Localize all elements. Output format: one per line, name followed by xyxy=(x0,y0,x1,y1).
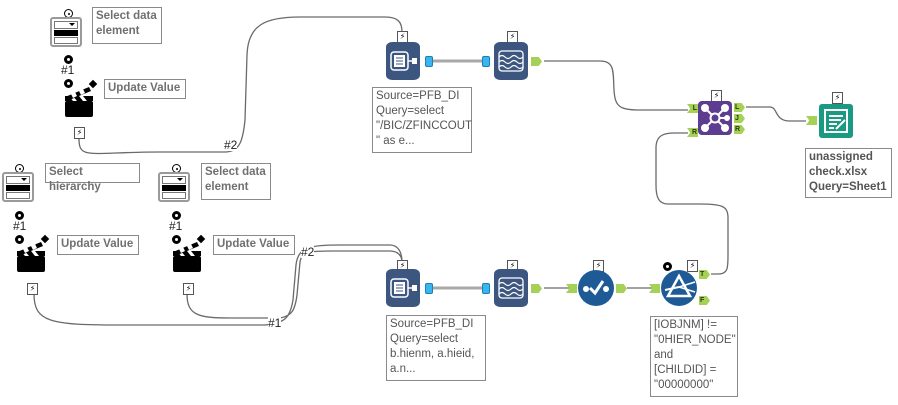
question-anchor-icon[interactable] xyxy=(172,235,181,244)
dropdown-tool-3[interactable] xyxy=(158,172,190,202)
data-stream-out-tool-bottom[interactable] xyxy=(494,269,528,307)
filter-tool[interactable] xyxy=(661,270,697,306)
dropdown-tool-2[interactable] xyxy=(2,172,34,202)
output-anchor[interactable] xyxy=(616,284,627,293)
wire-action3-to-input-bottom xyxy=(186,250,403,319)
checkmark-icon xyxy=(583,280,609,296)
bolt-anchor-icon[interactable]: ⚡ xyxy=(183,283,194,295)
dropdown-field-icon xyxy=(54,21,78,29)
dropdown-tool-2-annotation: Select hierarchy xyxy=(45,163,140,193)
dropdown-field-icon xyxy=(162,176,186,184)
join-output-right-anchor[interactable]: R xyxy=(734,125,745,134)
dropdown-empty-row-icon xyxy=(162,192,186,199)
dropdown-selected-bar-icon xyxy=(162,185,186,191)
input-anchor[interactable] xyxy=(649,284,660,293)
filter-false-anchor[interactable]: F xyxy=(699,296,710,305)
input-anchor[interactable] xyxy=(482,283,490,294)
bolt-anchor-icon[interactable]: ⚡ xyxy=(27,283,38,295)
dropdown-tool-1-annotation: Select data element xyxy=(92,7,162,44)
filter-true-anchor[interactable]: T xyxy=(699,270,710,279)
bolt-anchor-icon[interactable]: ⚡ xyxy=(832,92,843,104)
clapperboard-icon xyxy=(173,234,206,272)
dropdown-selected-bar-icon xyxy=(54,30,78,36)
input-anchor[interactable] xyxy=(566,284,577,293)
output-data-tool-annotation: unassigned check.xlsx Query=Sheet1 xyxy=(805,148,892,198)
wire-action1-to-input-top xyxy=(78,16,403,155)
connection-label: #1 xyxy=(61,63,75,77)
wire-filter-t-to-join-r xyxy=(655,132,729,275)
wire-label: #2 xyxy=(301,245,315,259)
output-anchor[interactable] xyxy=(531,57,542,66)
question-anchor-icon[interactable] xyxy=(15,235,24,244)
document-icon xyxy=(390,278,417,298)
action-tool-3-annotation: Update Value xyxy=(213,235,295,255)
input-anchor[interactable] xyxy=(806,116,817,125)
dropdown-tool-3-annotation: Select data element xyxy=(201,163,271,200)
dropdown-field-icon xyxy=(6,176,30,184)
data-stream-icon xyxy=(498,50,524,72)
bolt-anchor-icon[interactable]: ⚡ xyxy=(687,260,698,272)
join-output-left-anchor[interactable]: L xyxy=(734,103,745,112)
wire-label: #2 xyxy=(224,138,238,152)
join-network-icon xyxy=(701,104,730,132)
document-icon xyxy=(390,51,417,71)
input-data-tool-bottom[interactable] xyxy=(386,269,420,307)
clapperboard-icon xyxy=(65,79,98,117)
join-input-left-anchor[interactable]: L xyxy=(687,104,698,113)
output-data-tool[interactable] xyxy=(819,104,853,138)
bolt-anchor-icon[interactable]: ⚡ xyxy=(74,127,85,139)
action-tool-1[interactable] xyxy=(63,79,99,119)
clapperboard-icon xyxy=(17,234,50,272)
wire-action2-to-input-bottom xyxy=(33,244,403,326)
join-tool[interactable] xyxy=(698,101,732,135)
dropdown-tool-1[interactable] xyxy=(50,17,82,47)
question-anchor-icon[interactable] xyxy=(64,55,73,64)
output-anchor[interactable] xyxy=(425,56,433,67)
input-data-tool-top[interactable] xyxy=(386,42,420,80)
connection-label: #1 xyxy=(169,219,183,233)
wire-stream-top-to-join-l xyxy=(544,60,688,111)
output-anchor[interactable] xyxy=(425,283,433,294)
question-anchor-icon[interactable] xyxy=(15,211,24,220)
connection-label: #1 xyxy=(13,219,27,233)
output-anchor[interactable] xyxy=(531,284,542,293)
join-input-right-anchor[interactable]: R xyxy=(687,128,698,137)
question-anchor-icon[interactable] xyxy=(64,79,73,88)
join-output-join-anchor[interactable]: J xyxy=(734,114,745,123)
input-data-tool-top-annotation: Source=PFB_DI Query=select "/BIC/ZFINCCO… xyxy=(372,87,472,153)
question-anchor-icon[interactable] xyxy=(663,262,672,271)
filter-tool-annotation: [IOBJNM] != "0HIER_NODE" and [CHILDID] =… xyxy=(650,316,738,397)
wire-label: #1 xyxy=(268,316,282,330)
question-anchor-icon[interactable] xyxy=(172,211,181,220)
action-tool-1-annotation: Update Value xyxy=(104,79,186,99)
action-tool-3[interactable] xyxy=(171,234,207,274)
input-anchor[interactable] xyxy=(482,56,490,67)
data-stream-out-tool-top[interactable] xyxy=(494,42,528,80)
input-data-tool-bottom-annotation: Source=PFB_DI Query=select b.hienm, a.hi… xyxy=(386,315,486,381)
dropdown-empty-row-icon xyxy=(6,192,30,199)
output-document-icon xyxy=(824,109,848,133)
select-tool[interactable] xyxy=(578,270,614,306)
action-tool-2-annotation: Update Value xyxy=(57,235,139,255)
dropdown-empty-row-icon xyxy=(54,37,78,44)
data-stream-icon xyxy=(498,277,524,299)
dropdown-selected-bar-icon xyxy=(6,185,30,191)
action-tool-2[interactable] xyxy=(15,234,51,274)
wire-join-l-to-output xyxy=(746,106,806,122)
filter-prism-icon xyxy=(664,273,696,298)
